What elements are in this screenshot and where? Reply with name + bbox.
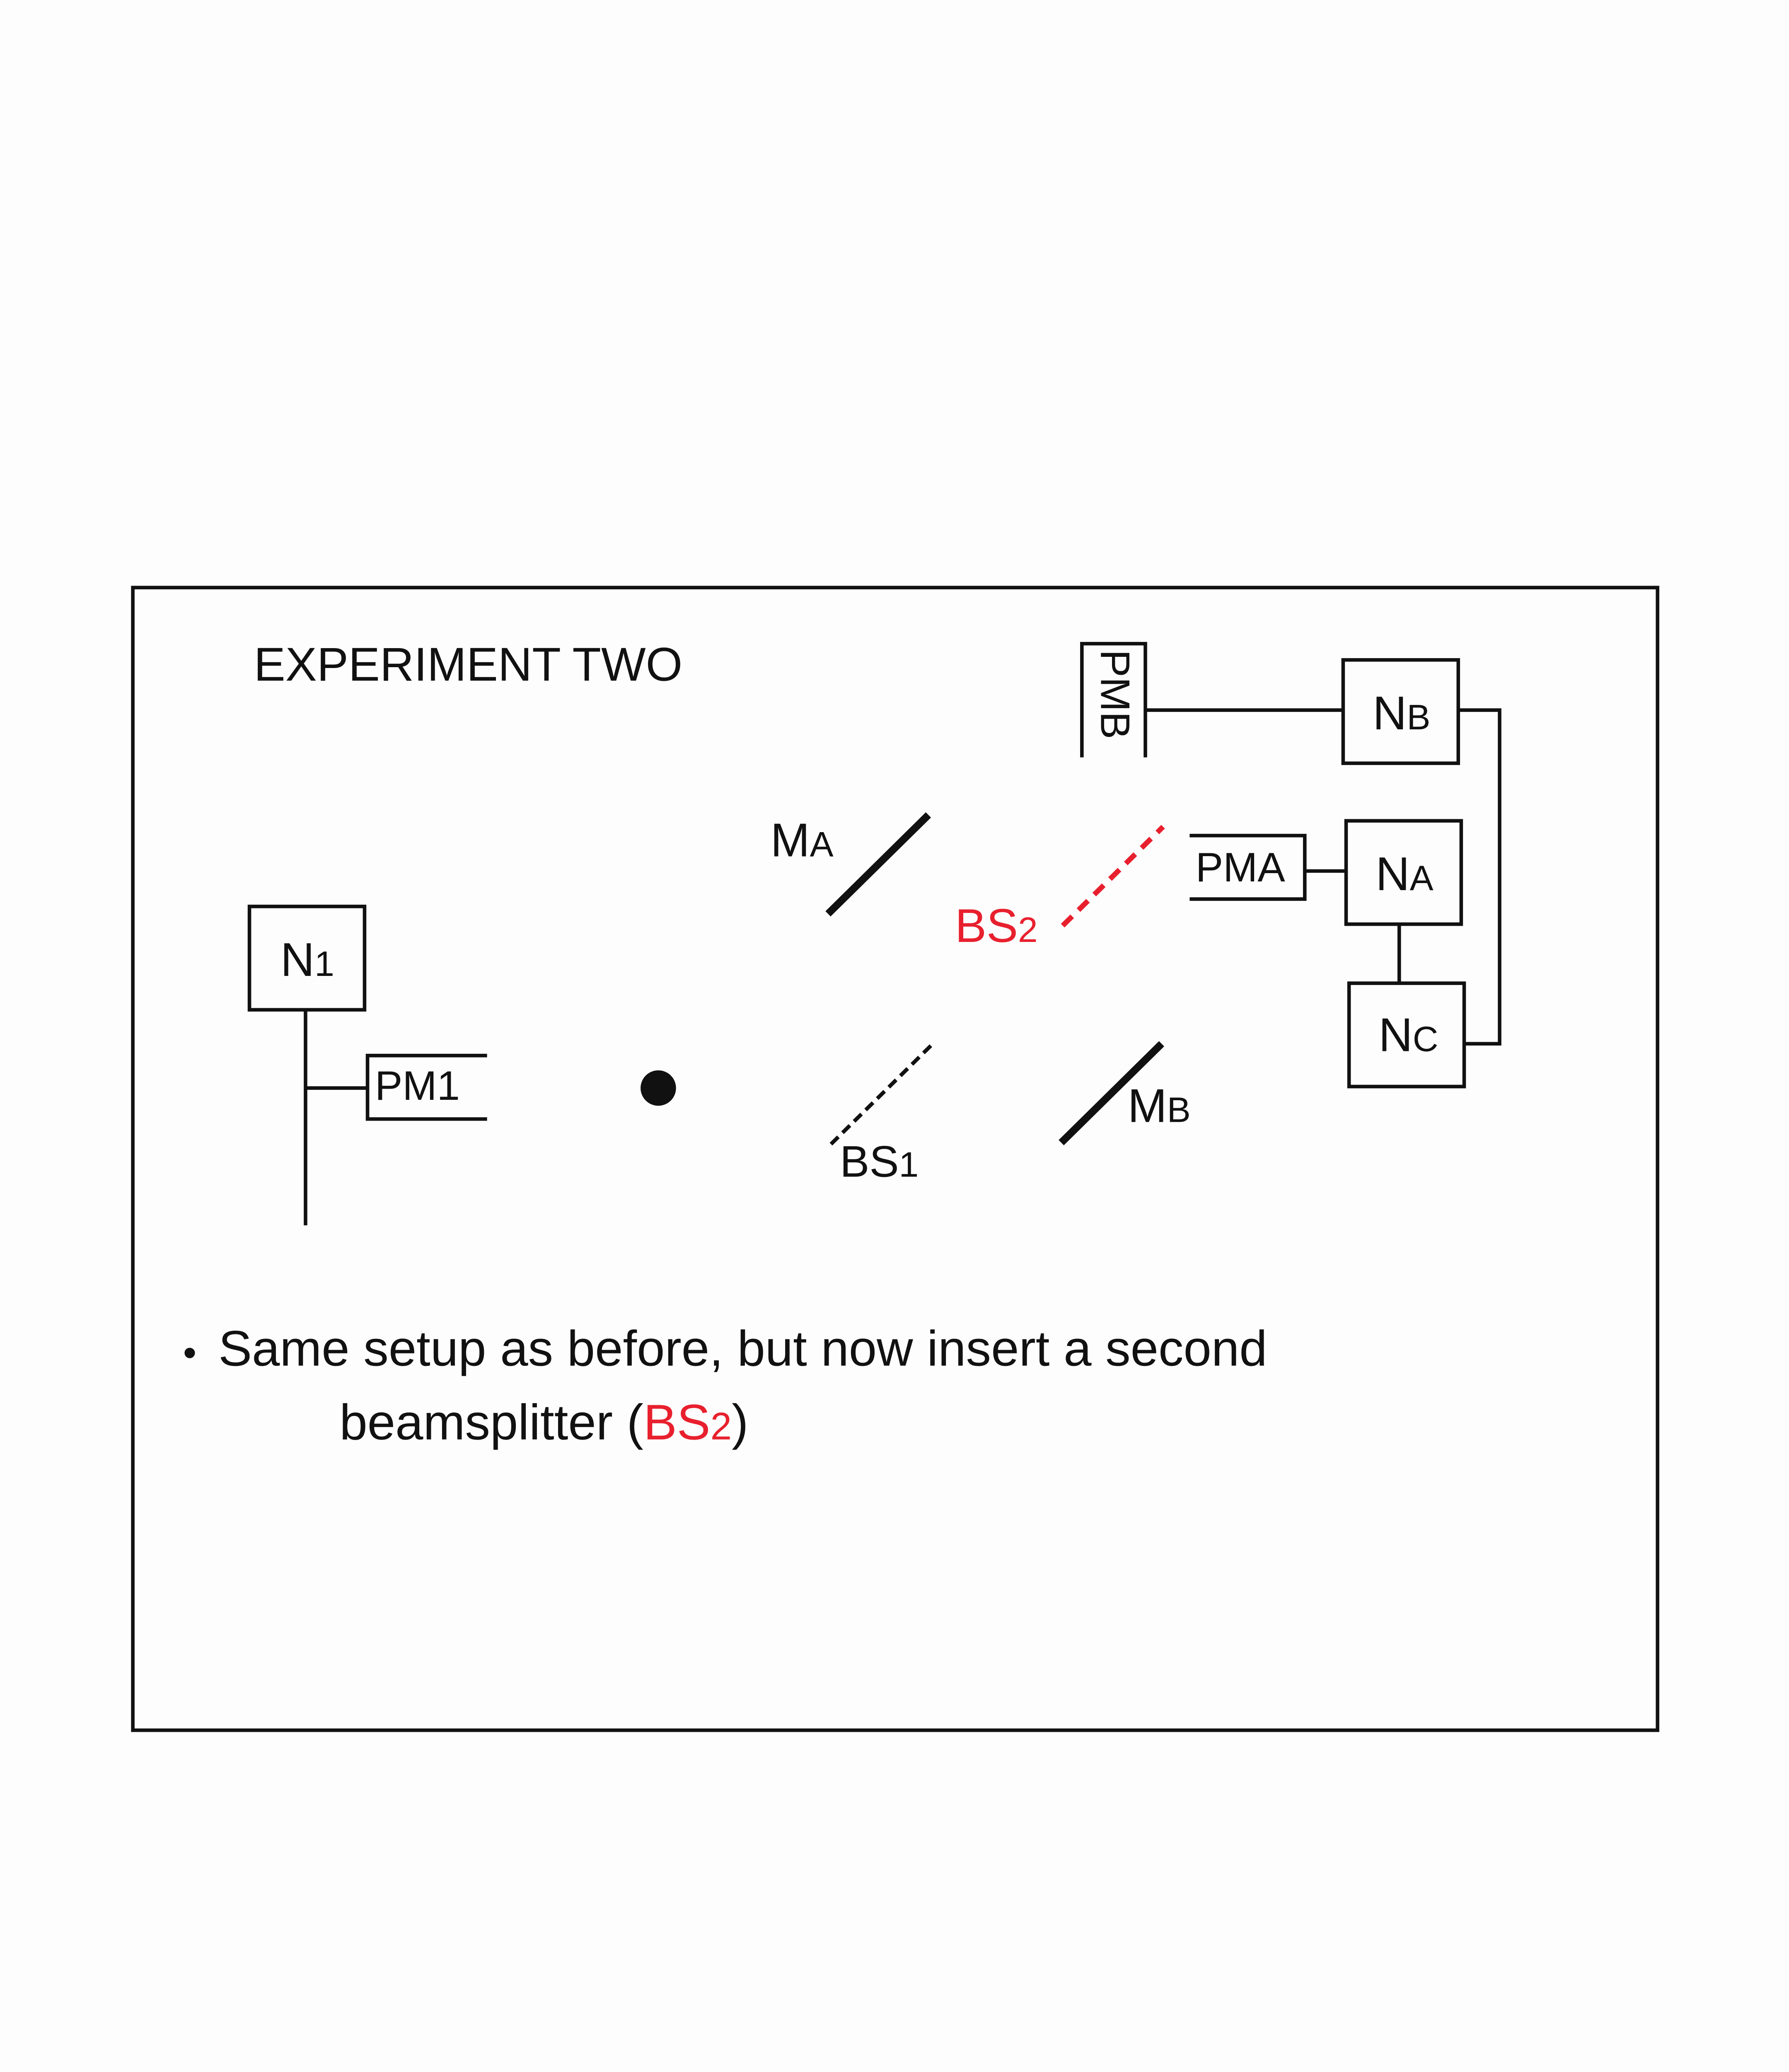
bullet-line-1: •Same setup as before, but now insert a … (183, 1320, 1267, 1376)
ma-label: MA (771, 814, 834, 867)
beamsplitter-bs2 (1061, 825, 1165, 928)
slide-frame (131, 586, 1659, 1732)
pm1-label: PM1 (375, 1063, 460, 1109)
detector-nc: NC (1347, 981, 1466, 1089)
beamsplitter-bs1 (829, 1042, 934, 1146)
bs2-label: BS2 (955, 900, 1038, 952)
source-dot (641, 1070, 676, 1106)
slide-canvas: EXPERIMENT TWO N1 PM1 MA MB BS1 BS2 PMB … (131, 586, 1659, 1732)
detector-na: NA (1344, 819, 1463, 926)
pm1: PM1 (365, 1053, 487, 1121)
detector-n1: N1 (247, 905, 368, 1225)
na-label: NA (1376, 848, 1433, 900)
mirror-mb (1059, 1041, 1164, 1145)
bullet-icon: • (183, 1331, 196, 1374)
n1-label: N1 (280, 934, 334, 986)
mb-label: MB (1128, 1080, 1191, 1133)
slide-title: EXPERIMENT TWO (254, 638, 683, 691)
detector-nb: NB (1341, 658, 1460, 765)
pmb: PMB (1080, 641, 1343, 758)
pmb-label: PMB (1092, 650, 1138, 739)
pma-label: PMA (1196, 845, 1286, 891)
coincidence-wire (1458, 708, 1501, 1046)
bullet-line-2: beamsplitter (BS2) (339, 1394, 748, 1450)
nc-label: NC (1378, 1009, 1438, 1062)
pma: PMA (1189, 834, 1346, 901)
bs1-label: BS1 (840, 1136, 919, 1186)
mirror-ma (825, 812, 931, 917)
nb-label: NB (1373, 687, 1430, 740)
